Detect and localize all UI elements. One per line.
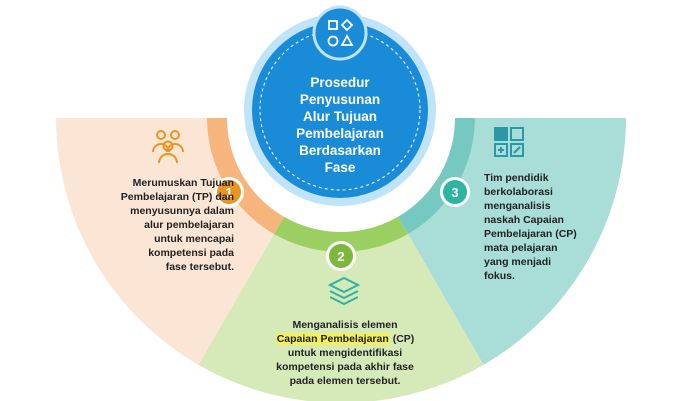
- step3-description: Tim pendidik berkolaborasi menganalisis …: [484, 171, 604, 283]
- center-title-line: Alur Tujuan: [303, 109, 377, 124]
- step3-line: Pembelajaran (CP): [484, 228, 577, 240]
- step2-arc: [274, 216, 408, 252]
- center-title-line: Berdasarkan: [299, 143, 381, 158]
- step3-line: mata pelajaran: [484, 242, 558, 254]
- step2-panel: [198, 234, 484, 401]
- center-icon-badge: [312, 5, 368, 61]
- step2-number: 2: [337, 249, 344, 264]
- step1-line: fase tersebut.: [165, 261, 234, 273]
- cp-highlight: Capaian Pembelajaran: [275, 333, 390, 345]
- step3-line: yang menjadi: [484, 256, 552, 268]
- step1-line: alur pembelajaran: [144, 219, 234, 231]
- center-title-line: Fase: [324, 160, 356, 175]
- center-dashed-ring: [259, 29, 421, 191]
- step3-line: berkolaborasi: [484, 186, 553, 198]
- center-title-line: Prosedur: [310, 75, 370, 90]
- step2-line-rest: (CP): [389, 333, 415, 345]
- step3-line: fokus.: [484, 270, 515, 282]
- layers-icon: [327, 276, 361, 306]
- people-group-icon: [152, 130, 184, 164]
- step3-number: 3: [451, 185, 458, 200]
- step2-line: pada elemen tersebut.: [289, 375, 401, 387]
- step2-line: Menganalisis elemen: [292, 319, 398, 331]
- step1-line: untuk mencapai: [154, 233, 234, 245]
- step1-line: menyusunnya dalam: [130, 205, 234, 217]
- step1-number: 1: [225, 185, 232, 200]
- step3-badge: 3: [440, 177, 470, 207]
- step2-line: untuk mengidentifikasi: [287, 347, 403, 359]
- step3-line: Tim pendidik: [484, 172, 549, 184]
- step2-description: Menganalisis elemen Capaian Pembelajaran…: [250, 318, 440, 388]
- step1-line: Pembelajaran (TP) dan: [120, 191, 234, 203]
- step3-arc: [398, 118, 475, 235]
- shapes-icon: [327, 18, 354, 47]
- step3-line: naskah Capaian: [484, 214, 564, 226]
- center-title-line: Pembelajaran: [296, 126, 384, 141]
- center-title-line: Penyusunan: [299, 92, 381, 107]
- center-circle: [252, 22, 428, 198]
- step1-line: Merumuskan Tujuan: [132, 177, 234, 189]
- step1-badge: 1: [214, 177, 244, 207]
- step2-line: Capaian Pembelajaran (CP): [250, 332, 440, 346]
- step3-line: menganalisis: [484, 200, 551, 212]
- step1-line: kompetensi pada: [148, 247, 234, 259]
- step1-description: Merumuskan Tujuan Pembelajaran (TP) dan …: [76, 176, 234, 274]
- step2-line: kompetensi pada akhir fase: [276, 361, 414, 373]
- center-title: Prosedur Penyusunan Alur Tujuan Pembelaj…: [268, 74, 412, 176]
- step2-badge: 2: [326, 241, 356, 271]
- grid-tiles-icon: [494, 127, 524, 157]
- step1-arc: [207, 118, 284, 235]
- step1-panel: [56, 118, 274, 365]
